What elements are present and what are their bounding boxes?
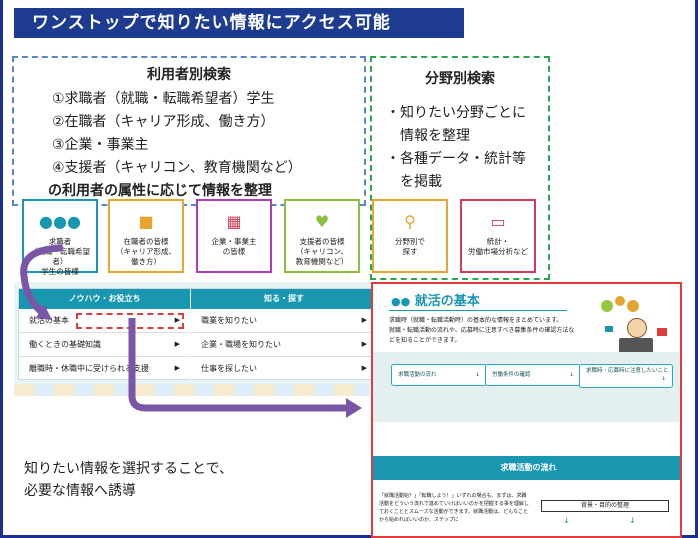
handshake-icon: ♥ xyxy=(314,212,330,231)
page-title: ワンストップで知りたい情報にアクセス可能 xyxy=(14,8,464,38)
person-illustration xyxy=(595,296,675,366)
panel-title-row: ●● 就活の基本 xyxy=(391,290,480,309)
nav-item-label: 就活の基本 xyxy=(29,316,69,325)
panel-body-text: 「就職活動始？」「転職しよう！」いずれの場合も、まずは、求職活動をどういう流れで… xyxy=(379,493,529,523)
nav-item[interactable]: 企業・職場を知りたい ▶ xyxy=(191,333,378,357)
card-job-seekers[interactable]: ●●● 求職者 （就職・転職希望者） 学生の皆様 xyxy=(22,199,98,276)
caption-line: 必要な情報へ誘導 xyxy=(24,483,136,499)
field-search-item: 情報を整理 xyxy=(400,128,470,144)
chevron-right-icon: ▶ xyxy=(174,340,181,348)
gear-icon xyxy=(627,300,639,312)
caption-line: 知りたい情報を選択することで、 xyxy=(24,461,234,477)
nav-item-label: 企業・職場を知りたい xyxy=(201,340,282,349)
link-label: 求職活動の流れ xyxy=(398,372,437,378)
link-button[interactable]: 労働条件の確認 ↓ xyxy=(485,364,581,386)
nav-item-label: 仕事を探したい xyxy=(201,364,258,373)
field-search-item: ・各種データ・統計等 xyxy=(386,151,526,167)
result-page-panel: ●● 就活の基本 求職時（就職・転職活動時）の基本的な情報をまとめています。 就… xyxy=(371,282,682,538)
nav-item[interactable]: 働くときの基礎知識 ▶ xyxy=(19,333,191,357)
nav-col2-head[interactable]: 知る・探す xyxy=(191,289,378,309)
nav-col1-head[interactable]: ノウハウ・お役立ち xyxy=(19,289,191,309)
panel-description: 求職時（就職・転職活動時）の基本的な情報をまとめています。 就職・転職活動の流れ… xyxy=(389,317,575,344)
nav-item[interactable]: 職業を知りたい ▶ xyxy=(191,309,378,333)
card-statistics[interactable]: ▭ 統計・ 労働市場分析など xyxy=(460,199,536,273)
card-label: 企業・事業主 の皆様 xyxy=(211,237,257,256)
user-type-item: ③企業・事業主 xyxy=(52,137,149,153)
chevron-right-icon: ▶ xyxy=(361,316,368,324)
card-label: 統計・ 労働市場分析など xyxy=(468,237,528,256)
field-search-box: 分野別検索 ・知りたい分野ごとに 情報を整理 ・各種データ・統計等 を掲載 xyxy=(370,56,550,280)
selection-highlight xyxy=(76,313,184,329)
chevron-down-icon: ↓ xyxy=(661,376,666,382)
link-button[interactable]: 求職時・応募時に注意したいこと ↓ xyxy=(579,364,673,388)
button-band: 求職活動の流れ ↓ 労働条件の確認 ↓ 求職時・応募時に注意したいこと ↓ xyxy=(373,352,680,422)
chevron-right-icon: ▶ xyxy=(361,340,368,348)
gear-icon xyxy=(615,296,625,306)
nav-menu: ノウハウ・お役立ち 就活の基本 ▶ 働くときの基礎知識 ▶ 離職時・休職中に受けられ… xyxy=(18,288,378,380)
link-label: 求職時・応募時に注意したいこと xyxy=(586,368,669,374)
arrow-down-icon: ↓ xyxy=(629,516,636,525)
nav-item-label: 働くときの基礎知識 xyxy=(29,340,101,349)
step-box: 背景・目的の整理 xyxy=(541,500,669,512)
laptop-icon xyxy=(619,338,653,356)
card-label: 求職者 （就職・転職希望者） 学生の皆様 xyxy=(30,237,90,276)
link-label: 労働条件の確認 xyxy=(492,372,531,378)
user-search-heading: 利用者別検索 xyxy=(147,67,231,83)
caption: 知りたい情報を選択することで、 必要な情報へ誘導 xyxy=(24,458,233,502)
nav-item[interactable]: 離職時・休職中に受けられる支援 ▶ xyxy=(19,357,190,380)
card-field-search[interactable]: ⚲ 分野別で 探す xyxy=(372,199,448,273)
gear-icon xyxy=(601,300,613,312)
card-label: 支援者の皆様 （キャリコン、 教育機関など） xyxy=(295,237,349,266)
chevron-right-icon: ▶ xyxy=(174,364,181,372)
user-type-item: ④支援者（キャリコン、教育機関など） xyxy=(52,160,302,176)
folder-icon xyxy=(657,328,667,336)
nav-item-label: 職業を知りたい xyxy=(201,316,258,325)
chart-icon: ▭ xyxy=(490,212,506,231)
user-search-summary: の利用者の属性に応じて情報を整理 xyxy=(48,183,272,199)
chevron-down-icon: ↓ xyxy=(569,372,574,378)
nav-item[interactable]: 仕事を探したい ▶ xyxy=(191,357,377,380)
user-type-item: ①求職者（就職・転職希望者）学生 xyxy=(52,91,275,107)
card-companies[interactable]: ▦ 企業・事業主 の皆様 xyxy=(196,199,272,273)
avatar xyxy=(627,318,647,338)
chevron-down-icon: ↓ xyxy=(475,372,480,378)
nav-item-label: 離職時・休職中に受けられる支援 xyxy=(29,364,149,373)
card-supporters[interactable]: ♥ 支援者の皆様 （キャリコン、 教育機関など） xyxy=(284,199,360,273)
background-strip xyxy=(14,384,370,396)
divider xyxy=(389,310,567,311)
users-icon: ●● xyxy=(391,295,411,308)
folder-icon xyxy=(605,326,613,332)
link-button[interactable]: 求職活動の流れ ↓ xyxy=(391,364,487,386)
field-search-heading: 分野別検索 xyxy=(425,71,495,87)
users-icon: ●●● xyxy=(39,212,81,231)
arrow-down-icon: ↓ xyxy=(563,516,570,525)
user-search-box: 利用者別検索 ①求職者（就職・転職希望者）学生 ②在職者（キャリア形成、働き方）… xyxy=(12,56,366,206)
user-type-item: ②在職者（キャリア形成、働き方） xyxy=(52,114,275,130)
card-employees[interactable]: ■ 在職者の皆様 （キャリア形成、 働き方） xyxy=(108,199,184,273)
chevron-right-icon: ▶ xyxy=(361,364,368,372)
field-search-item: を掲載 xyxy=(400,174,442,190)
card-label: 分野別で 探す xyxy=(395,237,425,256)
field-search-item: ・知りたい分野ごとに xyxy=(386,105,526,121)
building-icon: ▦ xyxy=(226,212,242,231)
panel-title: 就活の基本 xyxy=(414,294,480,309)
card-label: 在職者の皆様 （キャリア形成、 働き方） xyxy=(116,237,176,266)
search-icon: ⚲ xyxy=(404,212,416,231)
worker-icon: ■ xyxy=(138,212,154,231)
section-band: 求職活動の流れ xyxy=(373,456,680,480)
